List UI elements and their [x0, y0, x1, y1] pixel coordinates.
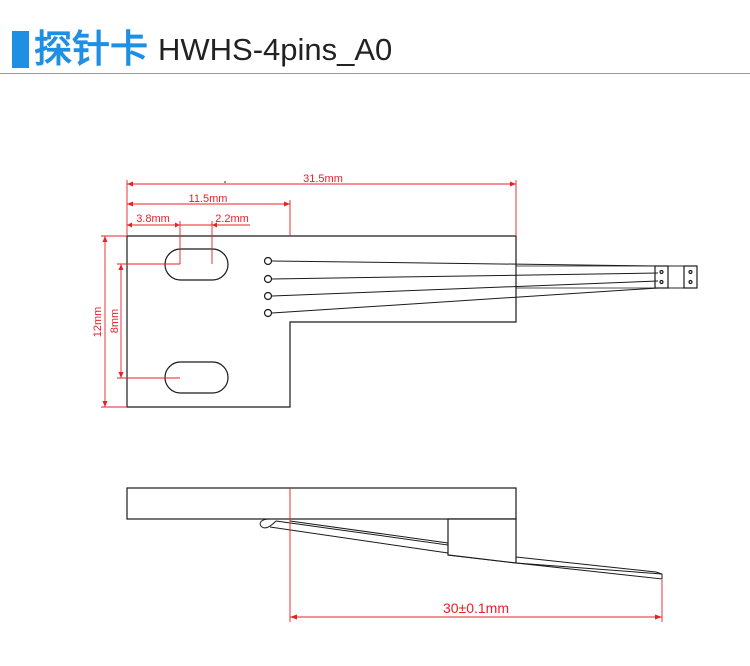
tip-block-right [683, 265, 698, 289]
top-view-dimensions [101, 180, 517, 408]
pin-pad-1 [263, 256, 273, 266]
slot-hole-bottom [164, 361, 229, 394]
dim-total-length: 31.5mm [303, 173, 343, 185]
side-view-dimension [289, 488, 663, 622]
top-view-dimension-labels: 31.5mm 11.5mm 3.8mm 2.2mm 12mm 8mm [92, 173, 343, 337]
needle-3 [271, 280, 659, 297]
dim-needle-length: 30±0.1mm [443, 600, 509, 616]
title-accent-bar [12, 31, 29, 68]
needle-4 [271, 287, 659, 314]
card-side [126, 487, 517, 520]
dim-partial-length: 11.5mm [189, 193, 228, 205]
needle-2 [271, 272, 659, 280]
pin-pad-3 [263, 291, 273, 301]
header-divider [0, 73, 750, 74]
dim-hole-spacing: 8mm [109, 309, 121, 333]
title-model: HWHS-4pins_A0 [158, 32, 393, 67]
dim-slot-length: 2.2mm [215, 213, 249, 225]
pin-pad-2 [263, 274, 273, 284]
dim-height: 12mm [92, 307, 104, 338]
pin-pad-4 [263, 308, 273, 318]
side-view [126, 487, 663, 580]
dim-hole-offset: 3.8mm [136, 213, 170, 225]
top-view [126, 235, 698, 408]
needle-1 [271, 260, 659, 267]
epoxy-block [447, 518, 517, 564]
pin-bend [259, 518, 277, 529]
tip-block-left [654, 265, 669, 289]
slot-hole-top [164, 248, 229, 281]
page-header: 探针卡 HWHS-4pins_A0 [0, 0, 750, 76]
title-chinese: 探针卡 [34, 27, 149, 71]
